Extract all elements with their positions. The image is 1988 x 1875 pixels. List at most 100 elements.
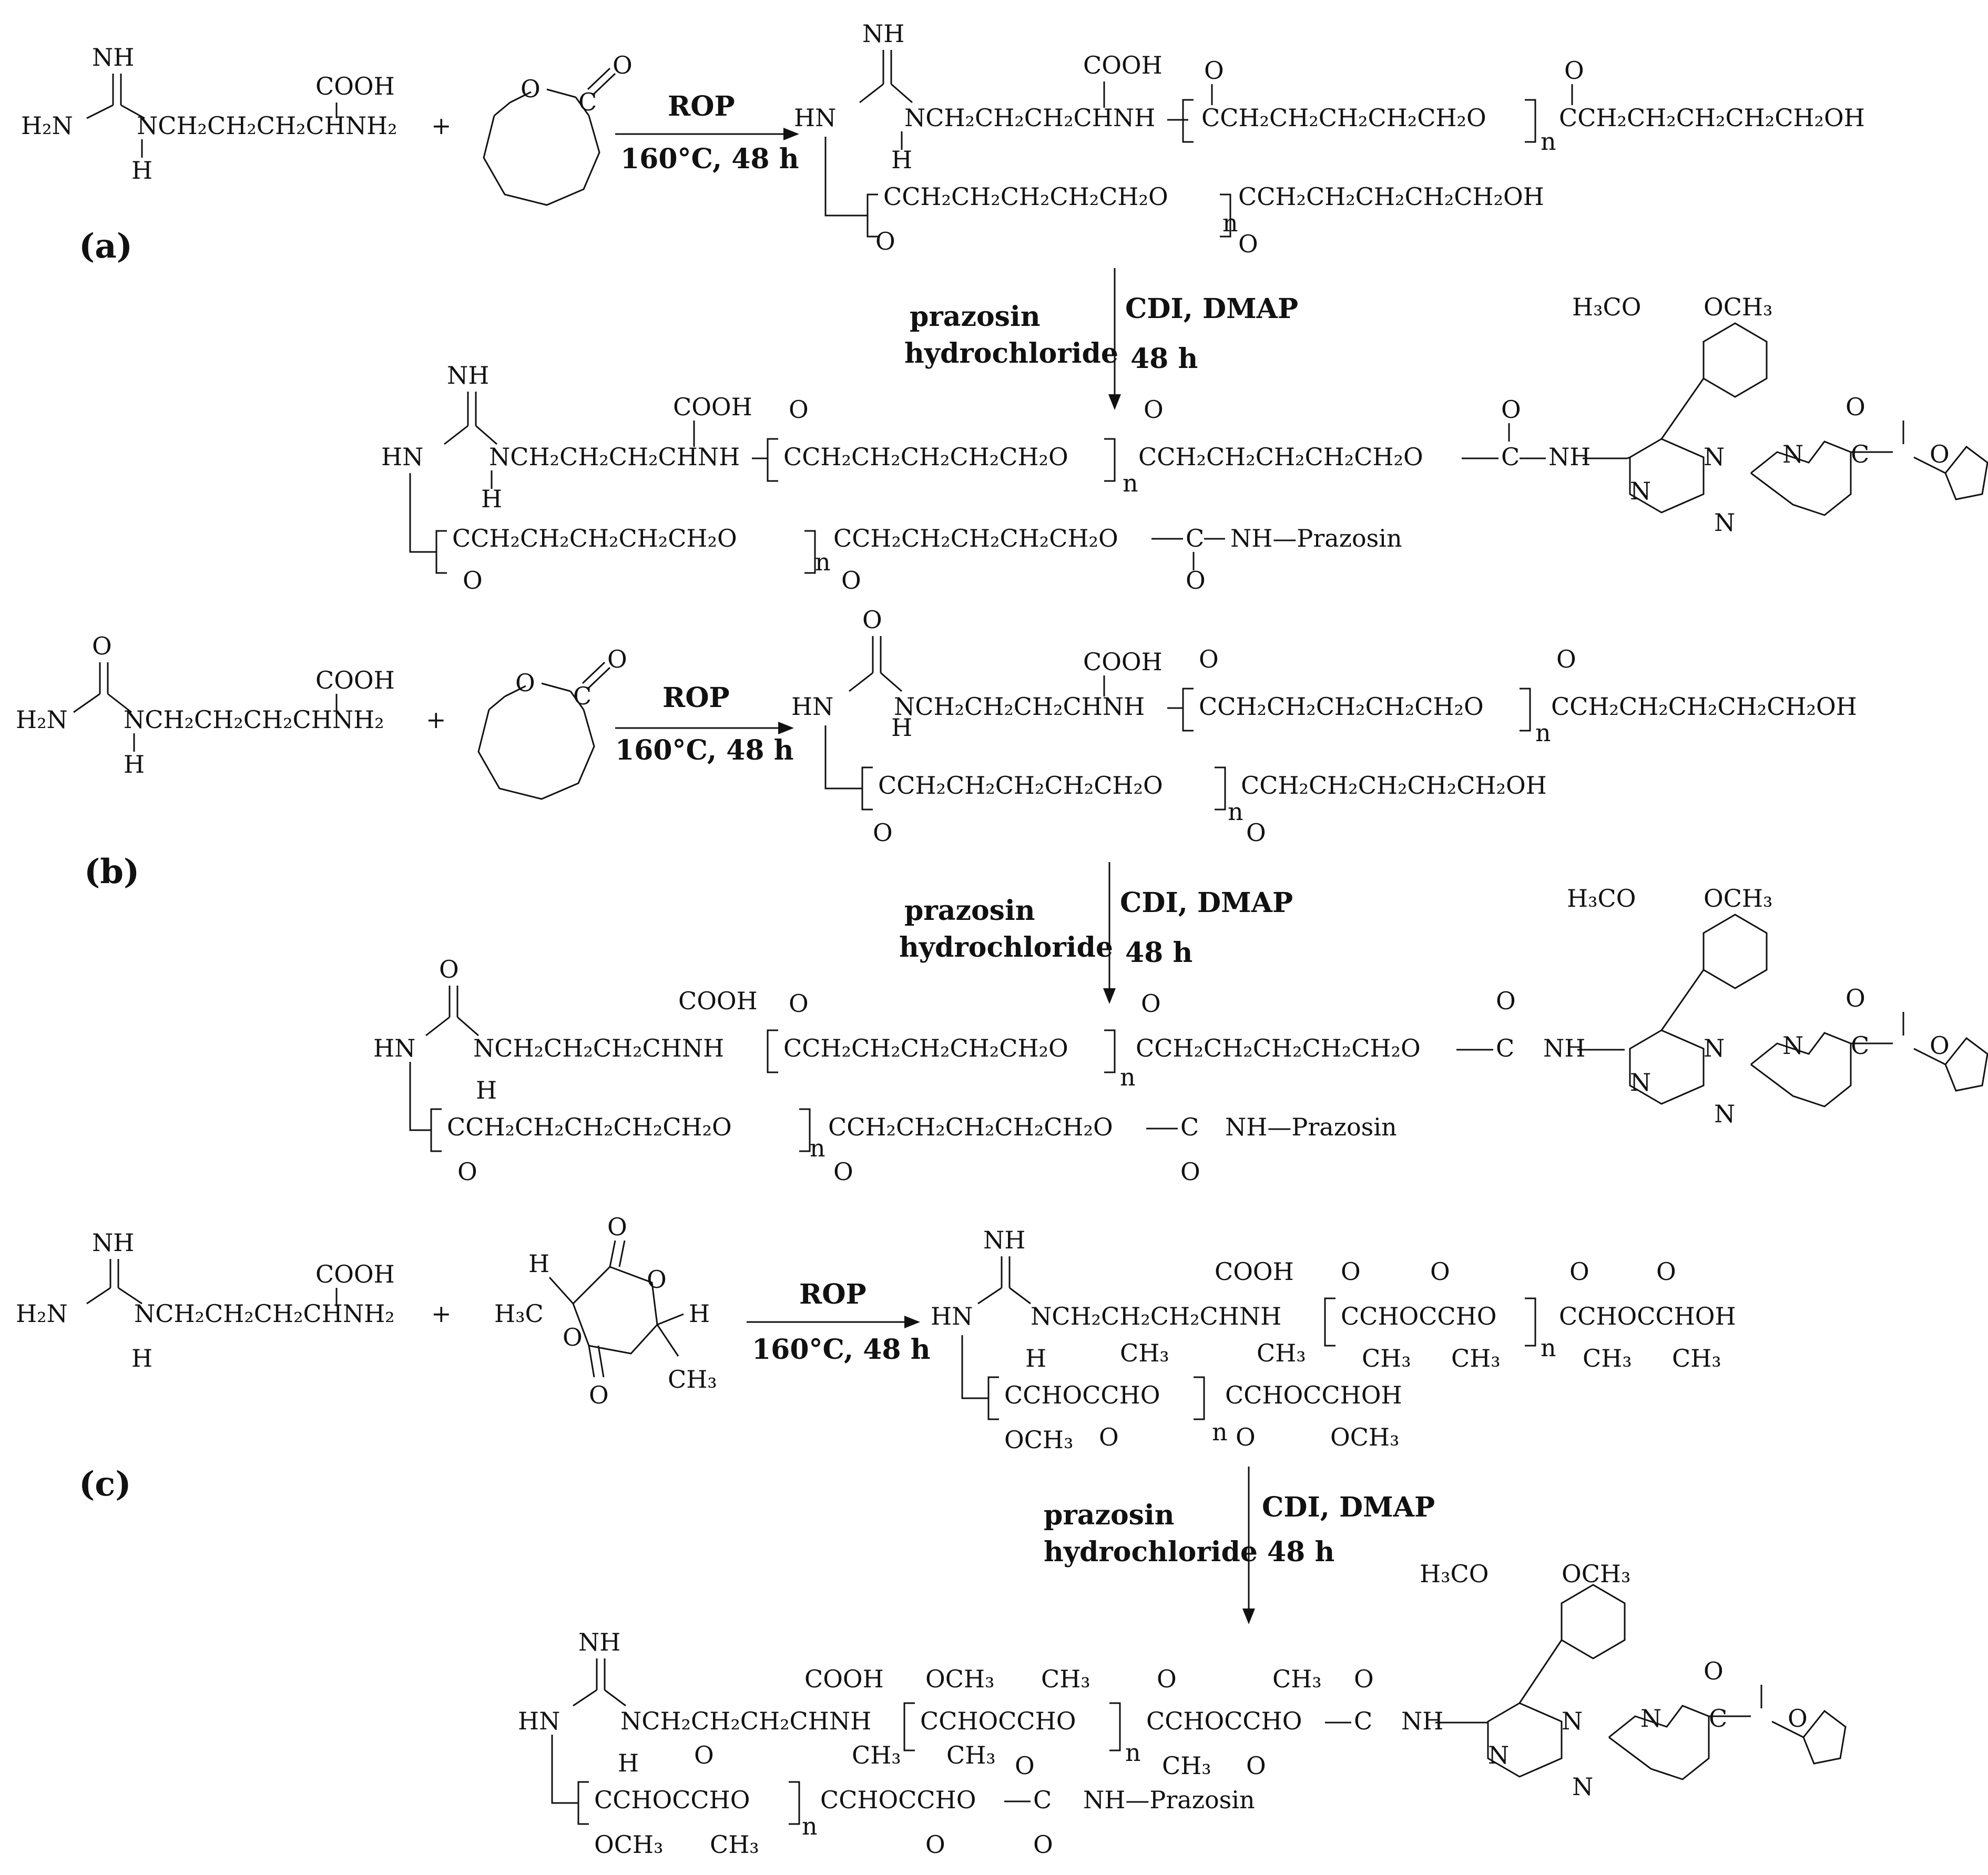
prod-c-end-lower-och3: OCH₃ bbox=[1330, 1423, 1399, 1451]
conj-b-carbamate-nh: NH bbox=[1543, 1034, 1585, 1062]
conj-a-hn: HN bbox=[381, 443, 423, 471]
conj-c-carbonyl-c: C bbox=[1709, 1704, 1727, 1733]
prod-b-chain: NCH₂CH₂CH₂CHNH bbox=[894, 692, 1145, 721]
lactide-o4: O bbox=[589, 1381, 609, 1409]
conj-c-end-upper-o: O bbox=[1157, 1665, 1177, 1693]
conj-b-o: O bbox=[439, 955, 459, 983]
drug-salt-label-b: hydrochloride bbox=[899, 931, 1113, 964]
conj-a-end-lower-o: O bbox=[841, 566, 861, 595]
conj-b-repeat-lower: CCH₂CH₂CH₂CH₂CH₂O bbox=[447, 1113, 732, 1141]
arginine-c-amine: H₂N bbox=[16, 1299, 68, 1328]
rop-label: ROP bbox=[668, 90, 735, 122]
prod-c-upper-o1: O bbox=[1341, 1257, 1361, 1286]
pcl-end-lower-o: O bbox=[1238, 230, 1258, 258]
conj-b-end-lower-o: O bbox=[833, 1157, 853, 1186]
arginine-chain: NCH₂CH₂CH₂CHNH₂ bbox=[137, 111, 397, 140]
conj-c-upper-ch3: CH₃ bbox=[1041, 1665, 1090, 1693]
conj-c-carbamate-o: O bbox=[1354, 1665, 1374, 1693]
prod-c-upper-ch3-1: CH₃ bbox=[1362, 1344, 1411, 1372]
conj-b-end-upper-o: O bbox=[1141, 989, 1161, 1018]
panel-label-b: (b) bbox=[84, 852, 139, 892]
rop-label-c: ROP bbox=[799, 1278, 866, 1310]
conj-b-lower-carbamate-c: C bbox=[1180, 1113, 1199, 1141]
conj-b-carbonyl-c: C bbox=[1851, 1031, 1869, 1060]
conj-c-lower-carbamate-c: C bbox=[1033, 1786, 1052, 1814]
citrulline-chain: NCH₂CH₂CH₂CHNH₂ bbox=[124, 705, 384, 734]
conj-a-furan-o: O bbox=[1930, 440, 1950, 468]
pcl-upper-o: O bbox=[1204, 56, 1224, 85]
conj-b-hn: HN bbox=[373, 1034, 415, 1062]
conj-a-lower-o: O bbox=[463, 566, 483, 595]
conj-b-ring-n2: N bbox=[1630, 1068, 1651, 1097]
prod-b-n-lower: n bbox=[1228, 797, 1243, 826]
conj-b-chain: NCH₂CH₂CH₂CHNH bbox=[473, 1034, 724, 1062]
time-label: 48 h bbox=[1130, 343, 1198, 375]
prod-c-end-upper-ch3-1: CH₃ bbox=[1583, 1344, 1632, 1372]
conj-a-carbonyl-c: C bbox=[1851, 440, 1869, 468]
conj-a-carbamate-o: O bbox=[1501, 395, 1521, 424]
arginine-c-h: H bbox=[131, 1344, 152, 1372]
conj-c-ring-n2: N bbox=[1488, 1741, 1509, 1769]
prod-b-end-upper: CCH₂CH₂CH₂CH₂CH₂OH bbox=[1551, 692, 1857, 721]
citrulline-h: H bbox=[124, 750, 145, 778]
conj-c-end-lower-o: O bbox=[925, 1830, 945, 1859]
reagents-label-b: CDI, DMAP bbox=[1120, 887, 1293, 919]
product-h: H bbox=[891, 146, 912, 174]
prod-c-lower-och3: OCH₃ bbox=[1004, 1426, 1073, 1454]
conj-b-acid: COOH bbox=[678, 987, 758, 1015]
conj-c-hn: HN bbox=[518, 1707, 560, 1735]
conj-a-n-upper: n bbox=[1123, 469, 1138, 497]
prod-c-end-lower-o: O bbox=[1236, 1423, 1256, 1451]
product-chain: NCH₂CH₂CH₂CHNH bbox=[904, 104, 1155, 132]
lactone-keto-o: O bbox=[613, 51, 633, 79]
drug-label-c: prazosin bbox=[1044, 1499, 1175, 1531]
conj-a-lower-carbamate-o: O bbox=[1186, 566, 1206, 595]
conj-b-ring-n1: N bbox=[1704, 1034, 1725, 1062]
conj-b-lower-carbamate-o: O bbox=[1180, 1157, 1200, 1186]
reagents-label-c: CDI, DMAP bbox=[1262, 1491, 1435, 1523]
conj-c-end-lower-ch3-1: CH₃ bbox=[852, 1741, 901, 1769]
lactide-o3: O bbox=[563, 1323, 583, 1351]
conj-c-end-lower-ch3-2: CH₃ bbox=[946, 1741, 996, 1769]
prod-b-n-upper: n bbox=[1535, 719, 1551, 747]
conj-b-lower-o: O bbox=[457, 1157, 477, 1186]
prod-c-chain: NCH₂CH₂CH₂CHNH bbox=[1031, 1302, 1281, 1330]
conj-a-pip-n2: N bbox=[1782, 440, 1803, 468]
conj-b-end-lower: CCH₂CH₂CH₂CH₂CH₂O bbox=[828, 1113, 1113, 1141]
conj-c-carbamate-nh: NH bbox=[1401, 1707, 1443, 1735]
conj-c-carbonyl-o: O bbox=[1704, 1657, 1724, 1685]
conj-c-lower-carbamate-o: O bbox=[1033, 1830, 1053, 1859]
conj-a-h3co: H₃CO bbox=[1572, 293, 1641, 321]
conj-a-chain: NCH₂CH₂CH₂CHNH bbox=[489, 443, 740, 471]
lactone-keto-o-b: O bbox=[607, 645, 627, 673]
conj-a-h: H bbox=[481, 485, 502, 513]
conj-c-lower-o: O bbox=[694, 1741, 714, 1769]
conj-a-end-upper: CCH₂CH₂CH₂CH₂CH₂O bbox=[1138, 443, 1423, 471]
prod-b-repeat-upper: CCH₂CH₂CH₂CH₂CH₂O bbox=[1199, 692, 1484, 721]
conj-c-lower-ch3: CH₃ bbox=[710, 1830, 759, 1859]
rop-conditions-b: 160°C, 48 h bbox=[615, 734, 794, 766]
pcl-repeat-upper: CCH₂CH₂CH₂CH₂CH₂O bbox=[1201, 104, 1486, 132]
arginine-c-chain: NCH₂CH₂CH₂CHNH₂ bbox=[134, 1299, 395, 1328]
conj-b-och3: OCH₃ bbox=[1704, 884, 1772, 913]
lactone-o-b: O bbox=[515, 669, 535, 697]
conj-c-och3: OCH₃ bbox=[1562, 1560, 1630, 1588]
prod-c-end-upper-o1: O bbox=[1569, 1257, 1589, 1286]
conj-a-carbamate-c: C bbox=[1501, 443, 1520, 471]
prod-c-upper-o2: O bbox=[1430, 1257, 1450, 1286]
prod-b-repeat-lower: CCH₂CH₂CH₂CH₂CH₂O bbox=[878, 771, 1163, 800]
guanidine-nh: NH bbox=[92, 43, 134, 71]
time-label-c: 48 h bbox=[1267, 1536, 1334, 1568]
rop-conditions-c: 160°C, 48 h bbox=[752, 1334, 931, 1366]
conj-c-end-lower: CCHOCCHO bbox=[820, 1786, 976, 1814]
rop-label-b: ROP bbox=[662, 682, 730, 714]
drug-label-b: prazosin bbox=[904, 895, 1035, 927]
plus-sign-b: + bbox=[426, 705, 446, 734]
prod-c-n-lower: n bbox=[1212, 1418, 1228, 1446]
conj-c-pip-n2: N bbox=[1640, 1704, 1661, 1733]
lactide-ch3-right: CH₃ bbox=[668, 1365, 717, 1394]
conj-c-lower-och3: OCH₃ bbox=[594, 1830, 663, 1859]
drug-salt-label: hydrochloride bbox=[904, 337, 1118, 370]
conj-c-h3co: H₃CO bbox=[1420, 1560, 1489, 1588]
